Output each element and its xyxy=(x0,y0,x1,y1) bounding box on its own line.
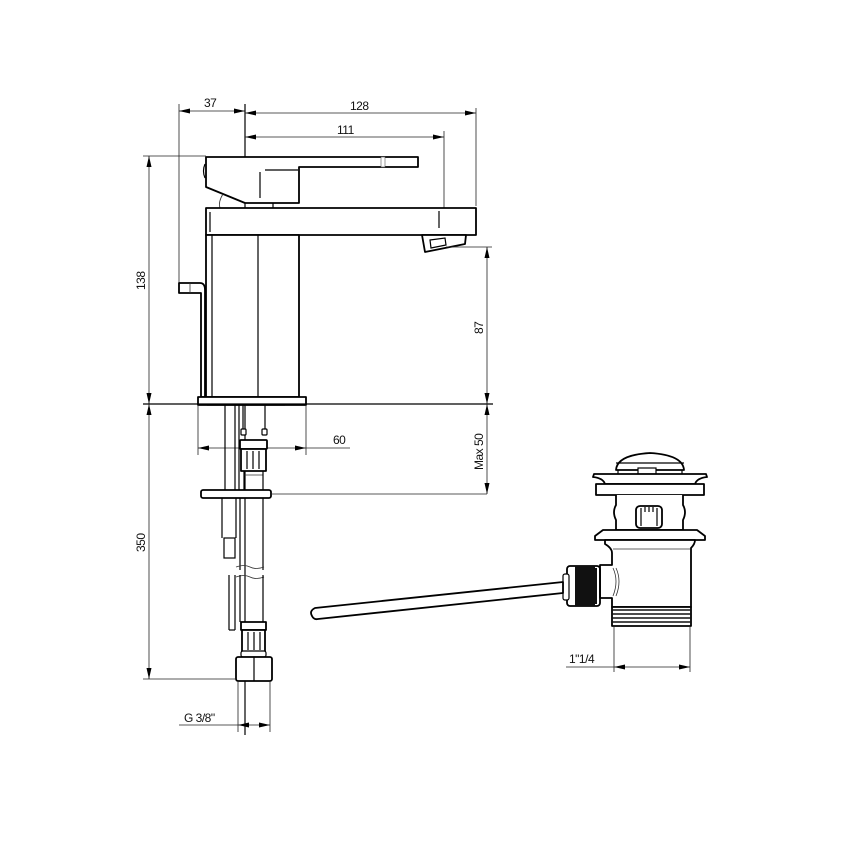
pop-up-waste xyxy=(562,452,708,627)
waste-flange xyxy=(595,483,705,496)
spout xyxy=(205,207,477,236)
waste-cap xyxy=(615,452,685,471)
lever-handle xyxy=(205,156,419,204)
dim-label-37: 37 xyxy=(204,96,217,110)
body-column xyxy=(205,234,300,398)
dimension-base-diameter: 60 xyxy=(197,405,350,455)
dimension-overall-height: 138 xyxy=(134,155,206,404)
waste-pull-rod xyxy=(310,581,564,621)
mounting-assembly xyxy=(200,405,487,682)
fixing-plate xyxy=(200,489,272,499)
dim-label-max-50: Max 50 xyxy=(472,433,486,470)
dimension-hose-connection: G 3/8" xyxy=(179,681,271,732)
dimension-handle-offset: 37 xyxy=(178,96,245,287)
hose-crimp xyxy=(240,621,267,631)
dimension-waste-thread: 1"1/4 xyxy=(566,626,691,672)
dimension-max-deck-thickness: Max 50 xyxy=(472,404,490,494)
dim-label-128: 128 xyxy=(350,99,369,113)
shank-nut xyxy=(239,439,268,450)
dim-label-87: 87 xyxy=(472,321,486,334)
dim-label-111: 111 xyxy=(337,123,355,137)
dim-label-138: 138 xyxy=(134,271,148,290)
dimension-hose-length: 350 xyxy=(134,404,236,680)
lower-flange xyxy=(594,529,706,541)
mixer-body xyxy=(178,156,477,406)
dim-label-350: 350 xyxy=(134,533,148,552)
pop-up-rod xyxy=(178,282,206,398)
dim-label-1-1-4: 1"1/4 xyxy=(569,652,595,666)
dim-label-g38: G 3/8" xyxy=(184,711,215,725)
waste-body xyxy=(599,539,696,608)
dimension-spout-reach-total: 128 xyxy=(245,99,477,206)
waste-window xyxy=(635,505,663,529)
dim-label-60: 60 xyxy=(333,433,346,447)
dimension-spout-outlet-height: 87 xyxy=(446,246,492,404)
